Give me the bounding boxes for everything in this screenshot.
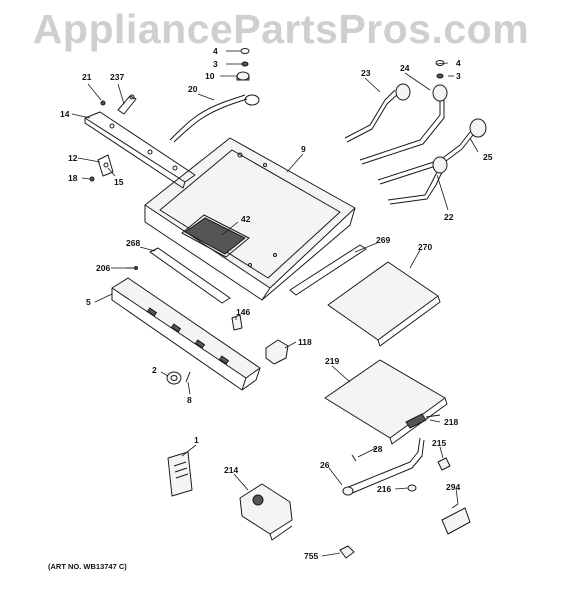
callout-755: 755	[304, 551, 318, 561]
callout-18: 18	[68, 173, 78, 183]
callout-237: 237	[110, 72, 124, 82]
part-216-nut[interactable]	[407, 484, 417, 492]
callout-21: 21	[82, 72, 92, 82]
part-3-orifice-right[interactable]	[436, 73, 444, 79]
part-2-knob[interactable]	[166, 371, 182, 385]
callout-206: 206	[96, 263, 110, 273]
callout-24: 24	[400, 63, 410, 73]
part-4-washer-left[interactable]	[240, 48, 250, 54]
callout-28: 28	[373, 444, 383, 454]
part-24-burner-tube[interactable]	[359, 84, 448, 165]
part-206-screw[interactable]	[126, 266, 138, 270]
leader-lines	[71, 50, 479, 557]
part-42-opening[interactable]	[181, 214, 250, 258]
part-219-shield-plate[interactable]	[324, 359, 448, 445]
part-268-shield[interactable]	[149, 247, 231, 304]
part-20-burner-tube[interactable]	[169, 94, 260, 143]
part-218-igniter[interactable]	[405, 413, 441, 429]
part-4-washer-right[interactable]	[435, 60, 445, 66]
callout-10: 10	[205, 71, 215, 81]
part-28-screw[interactable]	[351, 454, 357, 462]
part-3-orifice-left[interactable]	[241, 61, 249, 67]
callout-270: 270	[418, 242, 432, 252]
art-number: (ART NO. WB13747 C)	[48, 562, 127, 571]
part-294-bracket[interactable]	[441, 503, 471, 535]
callout-294: 294	[446, 482, 460, 492]
part-18-screw[interactable]	[89, 176, 95, 182]
callout-5: 5	[86, 297, 91, 307]
part-755-fitting[interactable]	[339, 545, 355, 559]
callout-9: 9	[301, 144, 306, 154]
callout-25: 25	[483, 152, 493, 162]
callout-23: 23	[361, 68, 371, 78]
callout-20: 20	[188, 84, 198, 94]
part-9-burner-box[interactable]	[144, 137, 356, 301]
part-22-burner-tube[interactable]	[387, 156, 448, 205]
part-214-valve[interactable]	[239, 483, 293, 541]
part-8-screw[interactable]	[185, 371, 191, 383]
part-270-shield-plate[interactable]	[327, 261, 441, 347]
callout-4-right: 4	[456, 58, 461, 68]
part-25-burner-tube[interactable]	[377, 118, 487, 185]
part-12-bracket[interactable]	[97, 154, 114, 177]
callout-146: 146	[236, 307, 250, 317]
callout-268: 268	[126, 238, 140, 248]
callout-215: 215	[432, 438, 446, 448]
callout-269: 269	[376, 235, 390, 245]
part-118-switch[interactable]	[265, 339, 289, 365]
callout-4-left: 4	[213, 46, 218, 56]
callout-214: 214	[224, 465, 238, 475]
part-21-screw[interactable]	[100, 100, 106, 106]
callout-22: 22	[444, 212, 454, 222]
watermark: AppliancePartsPros.com	[32, 6, 530, 52]
part-14-manifold[interactable]	[84, 111, 196, 189]
part-10-orifice[interactable]	[236, 71, 250, 81]
callout-8: 8	[187, 395, 192, 405]
callout-118: 118	[298, 337, 312, 347]
callout-12: 12	[68, 153, 78, 163]
callout-2: 2	[152, 365, 157, 375]
callout-3-right: 3	[456, 71, 461, 81]
part-269-strip[interactable]	[289, 244, 367, 296]
callout-219: 219	[325, 356, 339, 366]
callout-labels: 4 3 10 20 21 237 14 12 18 15 9 42 23 24 …	[60, 46, 493, 561]
callout-218: 218	[444, 417, 458, 427]
callout-26: 26	[320, 460, 330, 470]
part-1-manual[interactable]	[167, 451, 193, 497]
callout-14: 14	[60, 109, 70, 119]
part-5-front-panel[interactable]	[111, 277, 261, 391]
callout-1: 1	[194, 435, 199, 445]
callout-216: 216	[377, 484, 391, 494]
part-23-burner-tube[interactable]	[344, 83, 411, 143]
part-215-orifice[interactable]	[437, 457, 451, 471]
part-26-bake-burner[interactable]	[342, 437, 425, 496]
callout-42: 42	[241, 214, 251, 224]
part-237-manifold-pipe-end[interactable]	[117, 94, 137, 115]
part-146-clip[interactable]	[231, 314, 243, 331]
callout-3-left: 3	[213, 59, 218, 69]
callout-15: 15	[114, 177, 124, 187]
